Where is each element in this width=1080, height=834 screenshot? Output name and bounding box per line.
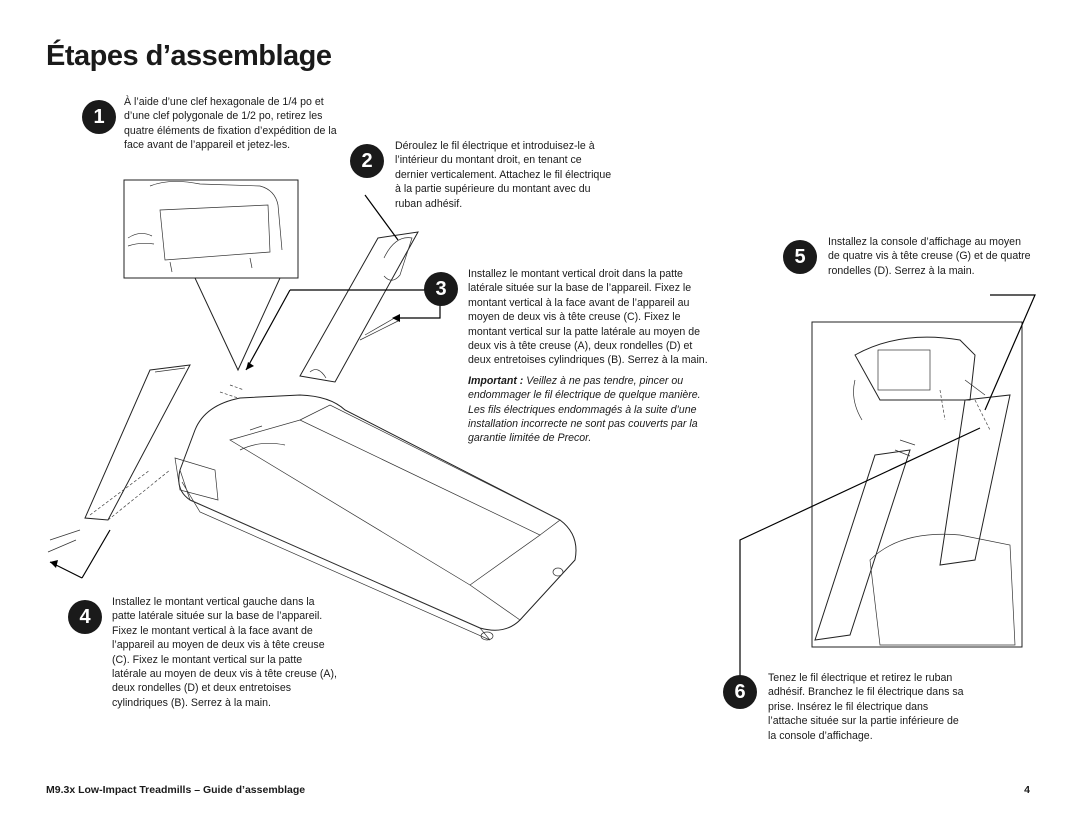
step-4-text: Installez le montant vertical gauche dan… — [112, 595, 338, 710]
step-number-5: 5 — [783, 240, 817, 274]
step-3-text: Installez le montant vertical droit dans… — [468, 267, 708, 446]
step-number-4: 4 — [68, 600, 102, 634]
step-6-text: Tenez le fil électrique et retirez le ru… — [768, 671, 968, 743]
step-6-paragraph: Tenez le fil électrique et retirez le ru… — [768, 672, 964, 742]
step-5-text: Installez la console d’affichage au moye… — [828, 235, 1032, 278]
important-text: Veillez à ne pas tendre, pincer ou endom… — [468, 374, 701, 445]
step-number-6: 6 — [723, 675, 757, 709]
console-inset-frame — [811, 321, 1023, 648]
detail-inset-frame — [123, 179, 299, 279]
step-5-paragraph: Installez la console d’affichage au moye… — [828, 236, 1031, 277]
step-number-3: 3 — [424, 272, 458, 306]
step-2-text: Déroulez le fil électrique et introduise… — [395, 139, 617, 211]
step-2-paragraph: Déroulez le fil électrique et introduise… — [395, 140, 612, 210]
page-title: Étapes d’assemblage — [46, 40, 332, 72]
step-4-paragraph: Installez le montant vertical gauche dan… — [112, 596, 337, 709]
step-3-important-note: Important : Veillez à ne pas tendre, pin… — [468, 374, 708, 446]
step-1-paragraph: À l’aide d’une clef hexagonale de 1/4 po… — [124, 96, 337, 152]
step-number-1: 1 — [82, 100, 116, 134]
step-1-text: À l’aide d’une clef hexagonale de 1/4 po… — [124, 95, 344, 153]
step-number-2: 2 — [350, 144, 384, 178]
important-label: Important : — [468, 374, 524, 387]
page-number: 4 — [1024, 784, 1030, 796]
footer-title: M9.3x Low-Impact Treadmills – Guide d’as… — [46, 784, 306, 796]
step-3-paragraph: Installez le montant vertical droit dans… — [468, 268, 708, 367]
